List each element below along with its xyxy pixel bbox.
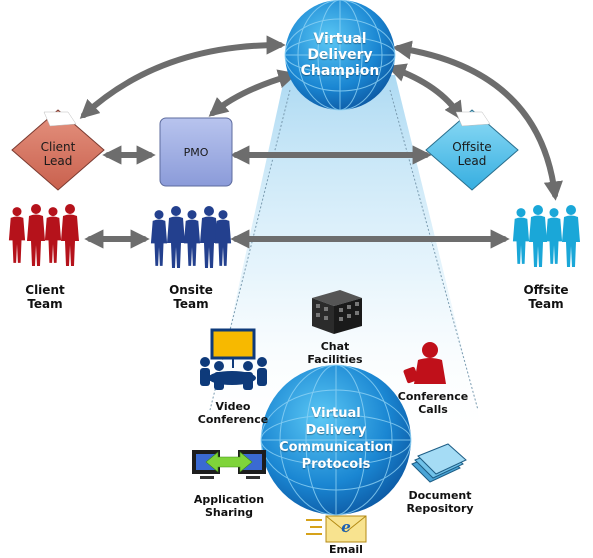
application-sharing-label: Application Sharing <box>193 493 265 519</box>
application-sharing-icon <box>192 450 266 479</box>
email-label: Email <box>329 543 363 556</box>
offsite-lead-shape <box>425 109 519 191</box>
email-icon: e <box>306 515 367 543</box>
client-team-figures <box>8 204 79 266</box>
video-conference-label: Video Conference <box>197 400 269 426</box>
conference-call-icon <box>403 342 446 384</box>
champion-label: Virtual Delivery Champion <box>300 31 380 79</box>
pmo-box <box>159 117 233 187</box>
arrow-champion-offsiteteam <box>392 40 563 201</box>
offsite-lead-label: Offsite Lead <box>452 140 492 168</box>
arrow-champion-pmo <box>208 69 298 117</box>
svg-text:e: e <box>341 518 351 536</box>
onsite-team-label: Onsite Team <box>169 283 213 311</box>
pmo-label: PMO <box>183 146 209 159</box>
video-conference-icon <box>200 328 267 390</box>
conference-calls-label: Conference Calls <box>397 390 469 416</box>
document-repository-label: Document Repository <box>406 489 474 515</box>
arrow-champion-clientlead <box>79 35 286 119</box>
offsite-team-label: Offsite Team <box>523 283 569 311</box>
champion-globe <box>284 0 396 111</box>
client-team-label: Client Team <box>25 283 65 311</box>
beam-edge-left <box>209 89 291 411</box>
chat-building-icon <box>312 290 362 334</box>
offsite-team-figures <box>512 205 580 267</box>
connection-arrows <box>79 35 563 249</box>
document-repository-icon <box>411 443 467 483</box>
protocols-label: Virtual Delivery Communication Protocols <box>279 406 393 472</box>
beam-edge-right <box>389 89 479 411</box>
client-lead-shape <box>11 109 105 191</box>
protocols-globe <box>260 364 412 516</box>
client-lead-label: Client Lead <box>40 140 76 168</box>
onsite-team-figures <box>150 206 232 268</box>
chat-facilities-label: Chat Facilities <box>307 340 363 366</box>
